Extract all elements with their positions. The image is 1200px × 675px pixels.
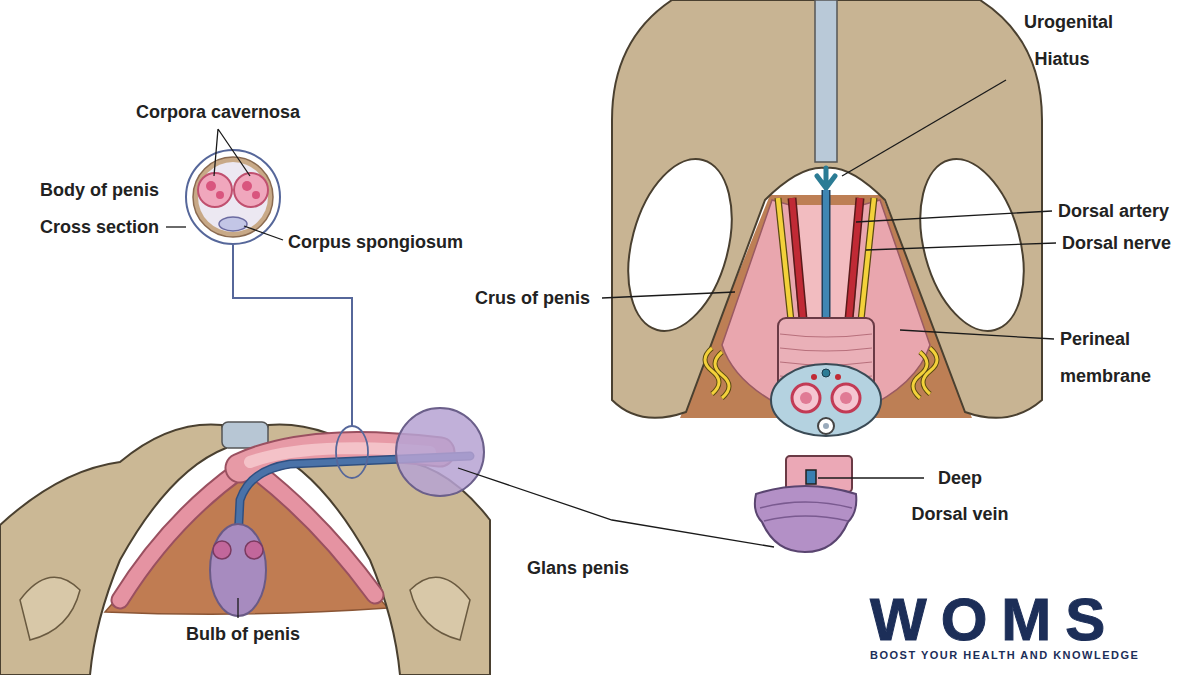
perineal-nerve	[705, 348, 729, 398]
part-label: Perineal membrane	[1060, 321, 1144, 395]
watermark-logo: WOMS	[870, 590, 1121, 650]
part-label: Body of penis Cross section	[40, 172, 163, 246]
vein-outline	[822, 190, 831, 330]
vessel-dot	[822, 369, 830, 377]
corpus-cavernosum	[792, 384, 820, 412]
inferior-view	[611, 0, 1042, 552]
part-label: Urogenital Hiatus	[1024, 4, 1100, 78]
tissue-dot	[206, 181, 216, 191]
tissue-dot	[252, 191, 260, 199]
vessel-dot	[835, 374, 841, 380]
bulbourethral-gland	[213, 541, 231, 559]
leader-line	[856, 211, 1052, 222]
nerve-loop-outline	[705, 348, 729, 398]
bone-shading	[20, 577, 80, 640]
leader-line	[166, 226, 186, 227]
tissue-dot	[216, 191, 224, 199]
pubic-symphysis	[815, 0, 837, 162]
side-view	[0, 408, 490, 675]
obturator-foramen	[903, 148, 1041, 343]
leader-line	[818, 477, 924, 478]
corpus-cavernosum	[198, 173, 232, 207]
corpus-cavernosum	[234, 173, 268, 207]
glans-ridges	[760, 502, 852, 521]
corpus-cavernosum	[832, 384, 860, 412]
part-label: Bulb of penis	[183, 622, 304, 646]
part-label: Glans penis	[527, 556, 631, 580]
glans	[396, 408, 484, 496]
section-ground	[198, 162, 268, 232]
nerve-loop-outline	[913, 348, 937, 398]
vein-branch	[817, 168, 835, 188]
vessel-dot	[811, 374, 817, 380]
obturator-foramen	[611, 148, 749, 343]
perineal-nerve	[913, 348, 937, 398]
glans	[755, 486, 856, 552]
leader-line	[237, 598, 238, 618]
bulbourethral-gland	[245, 541, 263, 559]
section-marker	[336, 426, 368, 478]
part-label: Deep Dorsal vein	[911, 460, 1009, 532]
watermark-tagline: BOOST YOUR HEALTH AND KNOWLEDGE	[870, 649, 1141, 662]
bone-shading	[410, 577, 470, 640]
leader-lines	[166, 80, 1056, 618]
corpus-spongiosum	[219, 217, 247, 231]
section-face	[771, 364, 881, 436]
cavernosum-core	[800, 392, 812, 404]
corpus-spongiosum	[818, 418, 834, 434]
leader-line	[602, 292, 735, 298]
part-label: Corpora cavernosa	[135, 100, 301, 124]
leader-line	[458, 468, 774, 547]
vein-stump	[806, 470, 816, 484]
inset-connector	[233, 245, 352, 426]
part-label: Dorsal artery	[1058, 199, 1171, 223]
leader-line	[866, 243, 1056, 250]
deep-dorsal-vein	[823, 190, 829, 330]
crus	[255, 470, 375, 595]
tunica	[193, 157, 273, 237]
leader-line	[842, 80, 1006, 176]
inset-ring	[186, 150, 280, 244]
leader-line	[214, 129, 250, 176]
part-label: Dorsal nerve	[1062, 231, 1173, 255]
leader-line	[244, 226, 283, 240]
part-label: Crus of penis	[475, 286, 592, 310]
cavernosum-core	[840, 392, 852, 404]
cross-section-inset	[186, 150, 352, 426]
leader-line	[900, 330, 1054, 339]
urethra	[823, 423, 829, 429]
leader-line	[238, 590, 239, 617]
tissue-dot	[242, 181, 252, 191]
part-label: Corpus spongiosum	[288, 230, 464, 254]
crus-outline	[255, 470, 375, 595]
